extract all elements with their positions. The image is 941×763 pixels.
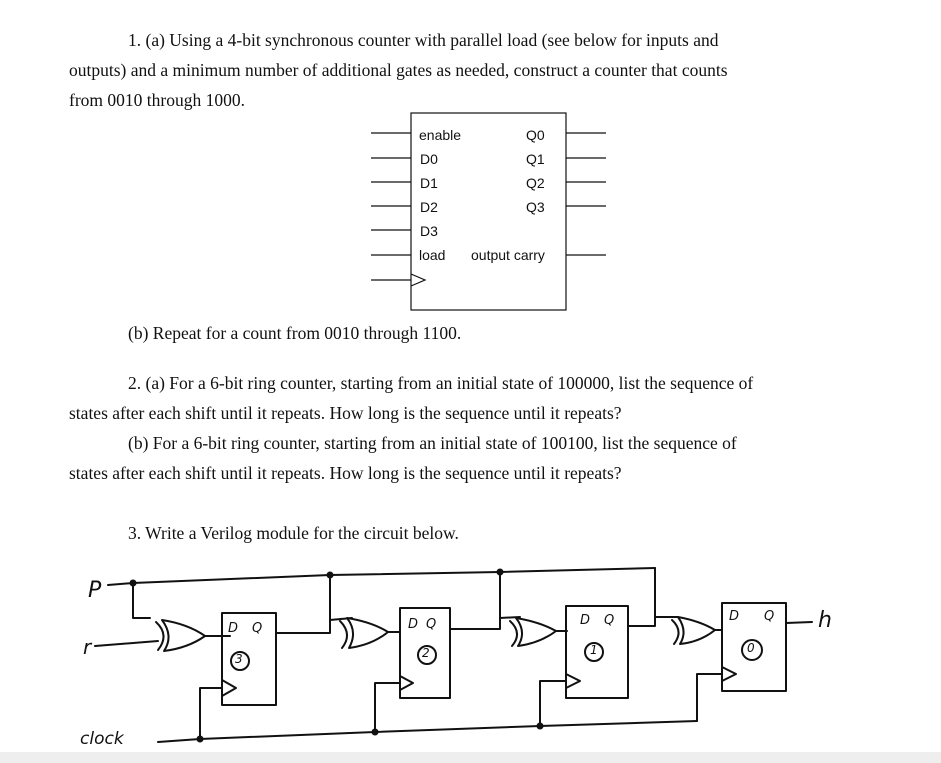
ff1-to-gate0 [627,616,679,627]
gate0-back [671,619,680,645]
ff3-number: 3 [235,652,243,666]
label-q0: Q0 [526,127,545,143]
label-d3: D3 [420,223,438,239]
ff1-circle [584,642,604,662]
ff1-d-label: D [580,613,591,628]
gate2-back [339,620,348,649]
ff0-clock [721,666,737,682]
gate1-back [509,620,518,647]
q3-text: 3. Write a Verilog module for the circui… [128,523,459,543]
ff1-number: 1 [590,643,598,657]
ff1-clock [565,673,581,689]
gate2-body [346,617,389,649]
clock-line [157,720,698,743]
label-r: r [83,635,92,659]
ff2-d-label: D [408,617,419,632]
label-enable: enable [419,127,462,143]
gate3-back [155,621,165,651]
clock-to-ff1 [539,680,567,727]
label-q3: Q3 [526,199,545,215]
q1-line2: outputs) and a minimum number of additio… [69,60,728,80]
ff3-d-label: D [228,621,239,636]
clock-triangle [410,273,427,287]
ff1-q-label: Q [604,613,615,628]
label-h: h [818,608,832,633]
ff1-box [565,605,629,699]
ff3-clock [221,679,237,697]
p-to-gate3 [132,582,151,619]
h-output-line [785,621,813,624]
r-input-line [94,640,159,647]
ff3-to-gate2 [275,617,353,634]
ff0-number: 0 [747,641,755,655]
label-d1: D1 [420,175,438,191]
p-bus-line [107,567,656,586]
q2-a-line1: 2. (a) For a 6-bit ring counter, startin… [128,373,754,393]
ff2-box [399,607,451,699]
q1-line3: from 0010 through 1000. [69,90,245,110]
ff0-box [721,602,787,692]
ff0-q-label: Q [764,609,775,624]
ff2-clock [399,675,414,691]
label-load: load [419,247,446,263]
q1-part-b: (b) Repeat for a count from 0010 through… [128,323,462,343]
ff3-circle [230,651,250,671]
ff3-q-label: Q [252,621,263,636]
q1-line1: 1. (a) Using a 4-bit synchronous counter… [128,30,719,50]
label-output-carry: output carry [471,247,545,263]
gate0-body [677,616,716,645]
ff2-to-gate1 [449,616,521,630]
label-d0: D0 [420,151,438,167]
clock-to-ff0 [696,673,723,722]
counter-output-lines [566,132,606,256]
counter-box [410,112,567,311]
ff2-number: 2 [422,646,430,660]
counter-input-lines [371,132,411,281]
gate1-body [515,617,557,647]
label-q2: Q2 [526,175,545,191]
label-q1: Q1 [526,151,545,167]
ff2-q-label: Q [426,617,437,632]
ff2-circle [417,645,437,665]
bottom-bar [0,752,941,763]
label-p: P [88,578,102,603]
ff0-d-label: D [729,609,740,624]
gate3-body [161,619,206,652]
q2-b-line2: states after each shift until it repeats… [69,463,622,483]
ff0-circle [741,639,763,661]
q2-b-line1: (b) For a 6-bit ring counter, starting f… [128,433,737,453]
clock-to-ff3 [199,687,223,740]
label-clock: clock [80,729,124,749]
label-d2: D2 [420,199,438,215]
ff3-box [221,612,277,706]
q2-a-line2: states after each shift until it repeats… [69,403,622,423]
junction-dots [129,568,544,743]
clock-to-ff2 [374,682,401,733]
